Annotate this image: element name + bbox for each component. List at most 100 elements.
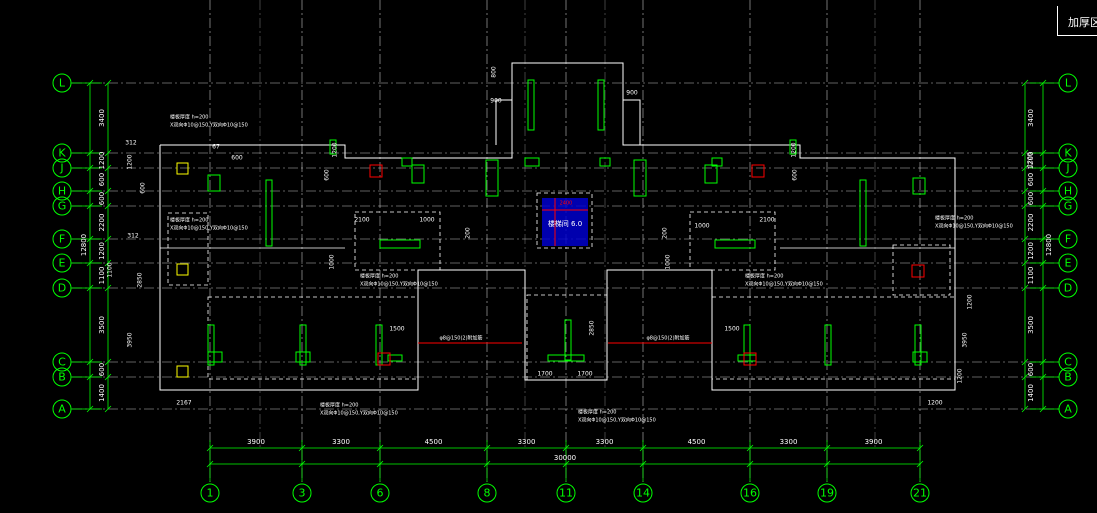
axis-label-d: D (1064, 282, 1072, 295)
dim-tick (104, 405, 112, 413)
column (824, 324, 832, 366)
slab-note-line2: X双向Φ10@150,Y双向Φ10@150 (320, 410, 398, 417)
axis-label-8: 8 (484, 487, 491, 500)
slab-note-line1: 楼板厚度 h=200 (578, 409, 617, 416)
right-dim-text: 600 (1027, 192, 1035, 205)
stair-wall-right (623, 99, 641, 145)
column (527, 79, 535, 131)
bay-dim-text: 3300 (518, 438, 536, 446)
axis-label-a: A (1064, 403, 1072, 416)
axis-label-c: C (58, 356, 66, 369)
column-base (379, 239, 421, 249)
dim-tick (104, 149, 112, 157)
right-dim-text: 1400 (1027, 384, 1035, 402)
columns (207, 79, 928, 366)
interior-dim-text: 312 (127, 233, 139, 240)
right-dim-text: 1200 (1027, 242, 1035, 260)
column (329, 139, 337, 155)
axis-label-21: 21 (913, 487, 927, 500)
axis-label-g: G (58, 200, 67, 213)
column (599, 157, 611, 167)
column (704, 164, 718, 184)
dim-tick (104, 358, 112, 366)
slab-note-line1: 楼板厚度 h=200 (170, 217, 209, 224)
right-dim-text: 3400 (1027, 109, 1035, 127)
dim-tick (298, 444, 306, 452)
slab-note-line2: X双向Φ10@150,Y双向Φ10@150 (170, 225, 248, 232)
column-base (737, 354, 757, 362)
interior-dim-text: 2100 (354, 217, 369, 224)
dim-tick (376, 460, 384, 468)
left-dim-text: 1100 (98, 267, 106, 285)
dim-tick (916, 460, 924, 468)
column (859, 179, 867, 247)
slab-note-line1: 楼板厚度 h=200 (935, 215, 974, 222)
column (711, 157, 723, 167)
axis-label-k: K (1064, 147, 1072, 160)
dim-tick (562, 444, 570, 452)
interior-dim-text: 2850 (589, 320, 596, 335)
bay-dim-text: 3300 (596, 438, 614, 446)
red-marker (743, 352, 757, 366)
interior-dim-text: 2167 (176, 400, 191, 407)
axis-label-11: 11 (559, 487, 573, 500)
column-base (912, 351, 928, 363)
axis-bubble-14[interactable] (633, 483, 653, 503)
slab-note-line2: X双向Φ10@150,Y双向Φ10@150 (745, 281, 823, 288)
axis-bubble-11[interactable] (556, 483, 576, 503)
title-block: 加厚区域 (1057, 6, 1097, 36)
interior-dim-text: 800 (491, 66, 498, 78)
bay-dim-text: 3300 (332, 438, 350, 446)
marker-squares (176, 162, 925, 378)
dim-tick (1021, 79, 1029, 87)
axis-bubble-1[interactable] (200, 483, 220, 503)
dim-tick (104, 284, 112, 292)
dim-tick (746, 444, 754, 452)
axis-bubble-8[interactable] (477, 483, 497, 503)
dim-tick (104, 202, 112, 210)
axis-bubble-6[interactable] (370, 483, 390, 503)
dim-tick (483, 460, 491, 468)
red-marker (369, 164, 383, 178)
interior-dim-text: 3950 (962, 332, 969, 347)
dim-tick (916, 444, 924, 452)
axis-bubble-3[interactable] (292, 483, 312, 503)
yellow-marker (176, 365, 189, 378)
stair-fill (542, 198, 588, 246)
axis-label-6: 6 (377, 487, 384, 500)
dim-tick (746, 460, 754, 468)
axis-label-f: F (1065, 233, 1071, 246)
axis-label-b: B (58, 371, 66, 384)
axis-label-f: F (59, 233, 65, 246)
axis-label-e: E (59, 257, 66, 270)
dim-tick (1021, 373, 1029, 381)
axis-label-j: J (59, 162, 63, 175)
beam-label: φ8@150(2)附加筋 (439, 335, 482, 342)
axis-bubble-19[interactable] (817, 483, 837, 503)
column (912, 177, 926, 195)
stair-label: 楼梯间 6.0 (548, 219, 582, 228)
column (485, 159, 499, 197)
interior-dim-text: 600 (324, 169, 331, 181)
slab-region (892, 244, 951, 296)
left-dim-text: 600 (98, 192, 106, 205)
axis-bubble-21[interactable] (910, 483, 930, 503)
dim-tick (483, 444, 491, 452)
interior-dim-text: 900 (490, 98, 502, 105)
interior-dim-text: 312 (125, 140, 137, 147)
red-marker (751, 164, 765, 178)
interior-dim-text: 1200 (332, 142, 339, 157)
slab-region (354, 211, 441, 271)
slab-note-line2: X双向Φ10@150,Y双向Φ10@150 (170, 122, 248, 129)
axis-bubble-16[interactable] (740, 483, 760, 503)
left-dim-text: 1200 (98, 152, 106, 170)
interior-dim-text: 1700 (537, 371, 552, 378)
column-base (387, 354, 403, 362)
column (401, 157, 413, 167)
right-dim-text: 1100 (1027, 267, 1035, 285)
red-marker (911, 264, 925, 278)
left-dim-text: 1400 (98, 384, 106, 402)
